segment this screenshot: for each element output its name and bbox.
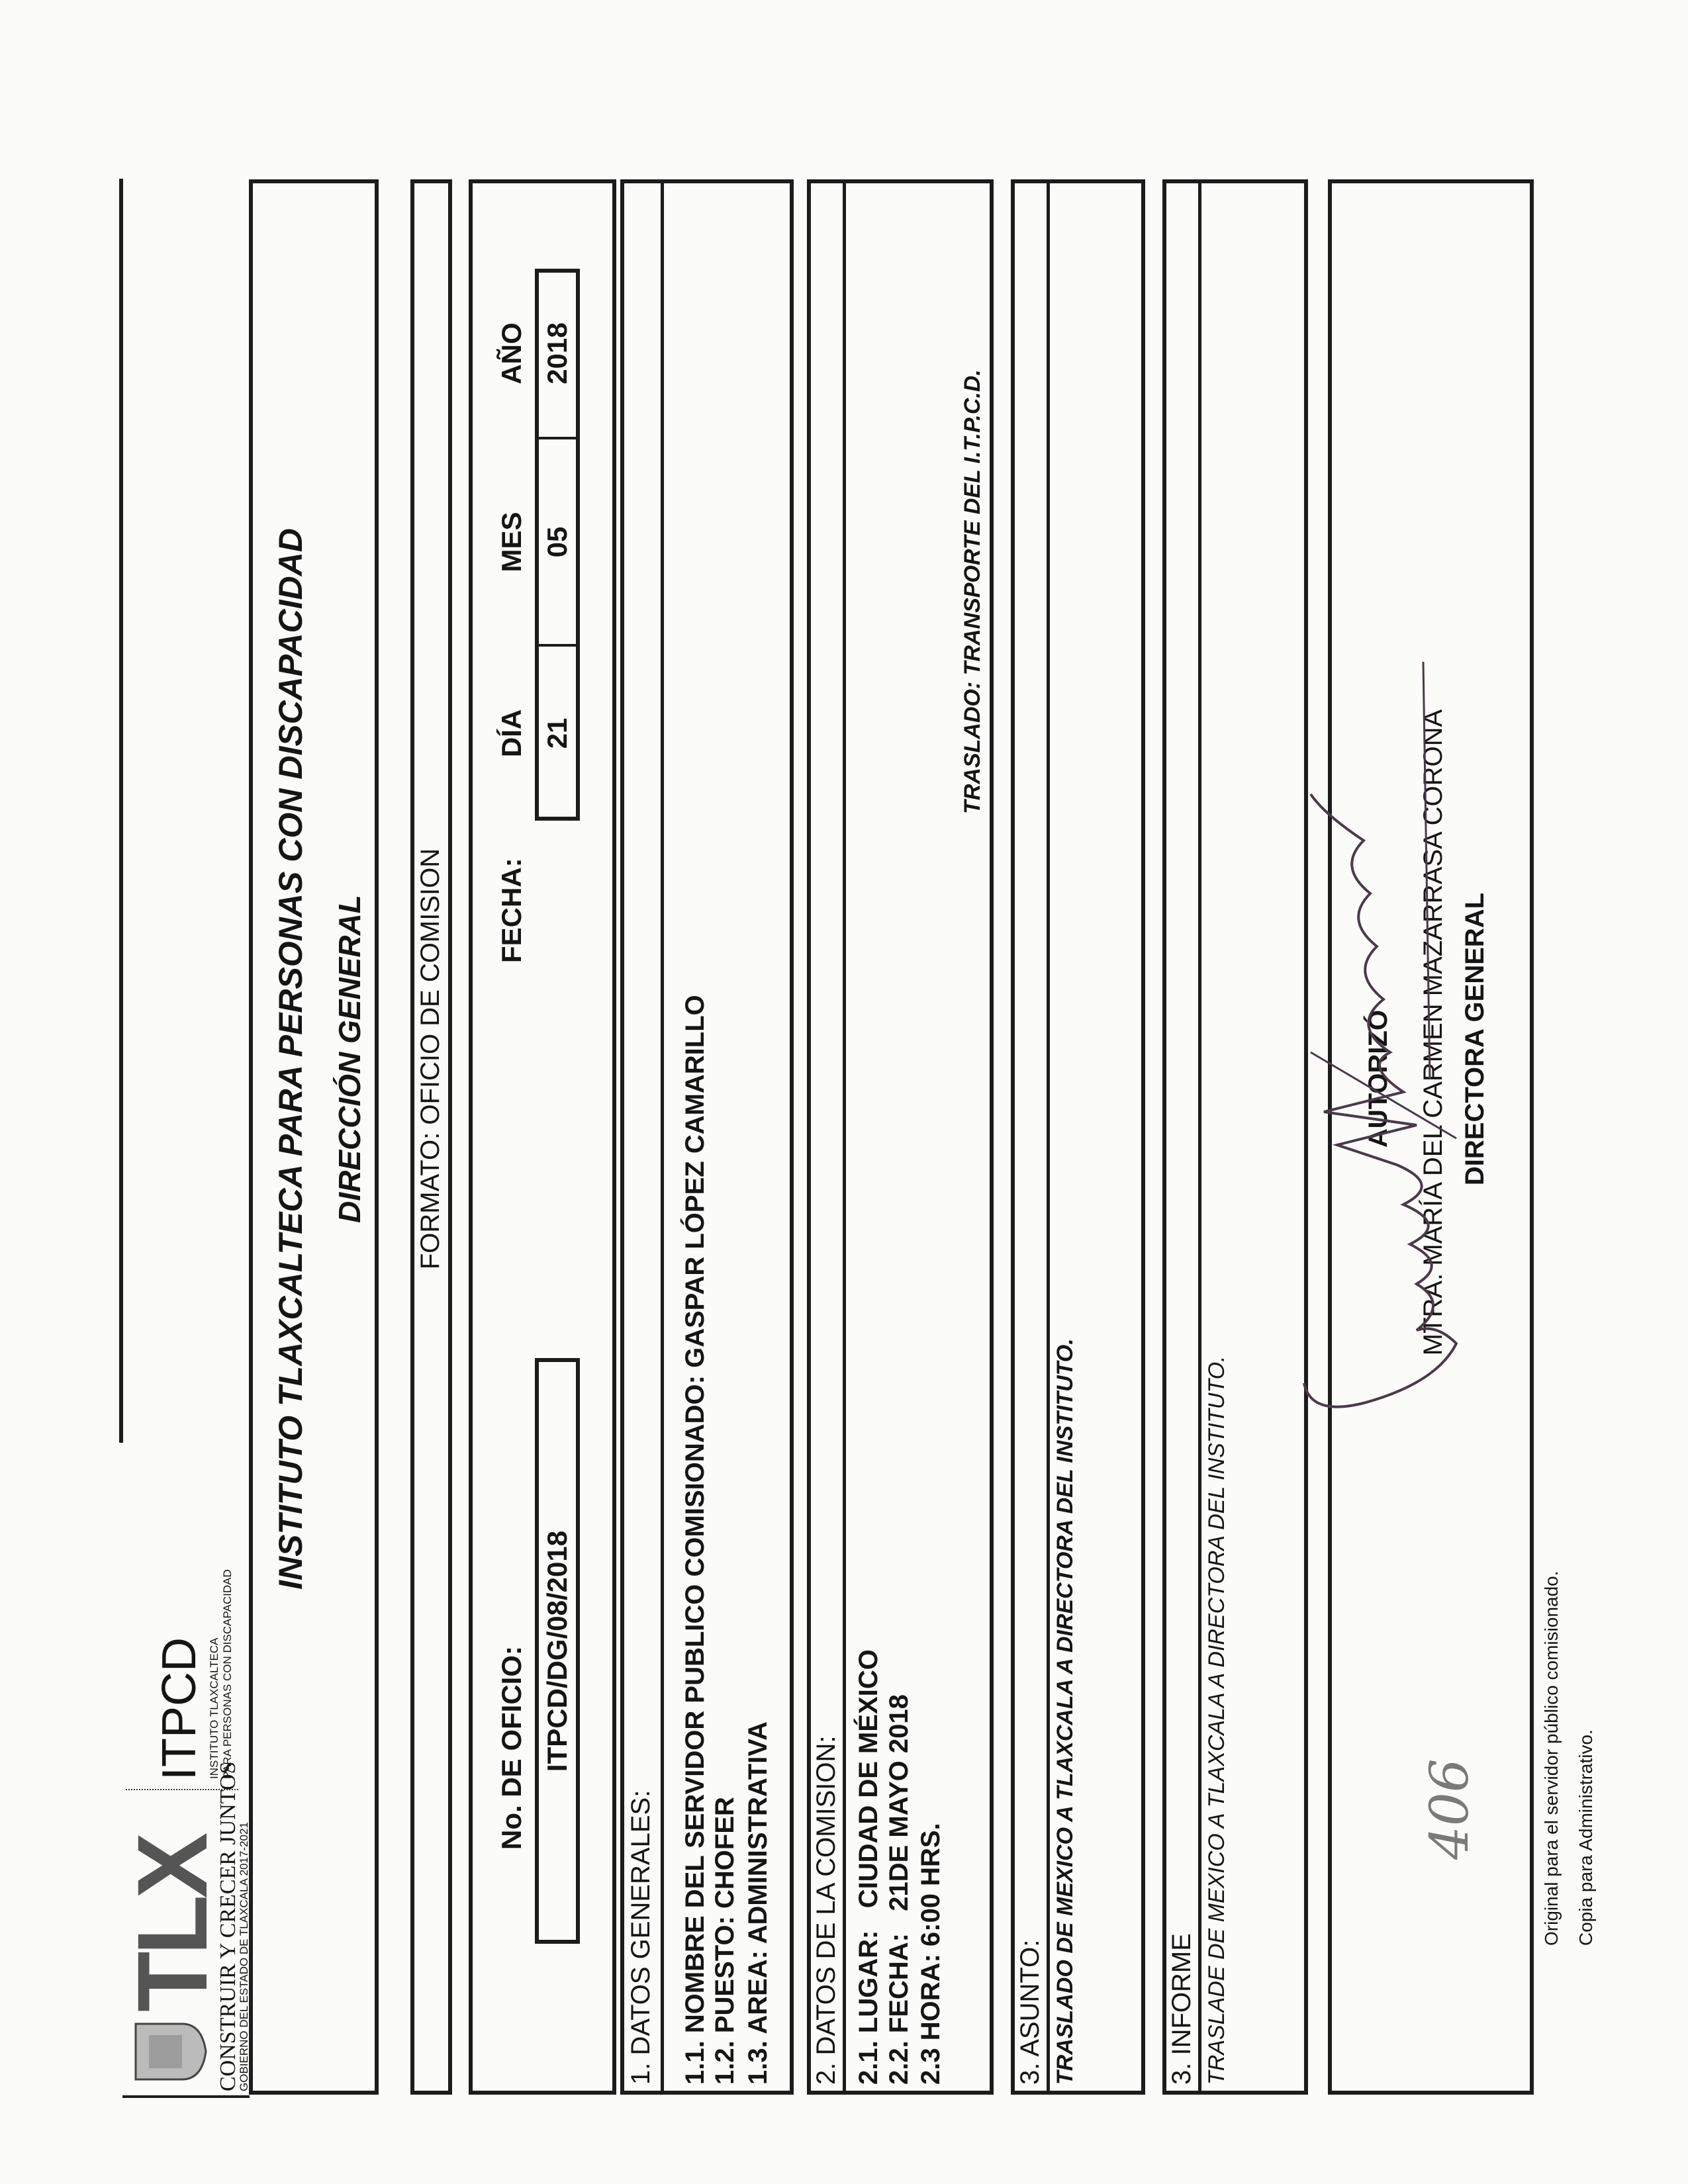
- datos-comision-item: 2.2. FECHA: 21DE MAYO 2018: [884, 1694, 914, 2085]
- anio-label: AÑO: [496, 322, 527, 385]
- datos-generales-item: 1.3. AREA: ADMINISTRATIVA: [743, 1721, 773, 2085]
- datos-comision-item: 2.3 HORA: 6:00 HRS.: [916, 1823, 945, 2085]
- logo-rule: [122, 2095, 250, 2098]
- datos-comision-heading: 2. DATOS DE LA COMISION:: [812, 1735, 841, 2085]
- logo-itpcd-line2: PARA PERSONAS CON DISCAPACIDAD: [221, 1569, 234, 1779]
- logo-itpcd: ITPCD: [153, 1637, 206, 1780]
- mes-label: MES: [496, 512, 527, 572]
- page-title: INSTITUTO TLAXCALTECA PARA PERSONAS CON …: [272, 528, 309, 1590]
- footer-original: Original para el servidor público comisi…: [1541, 1570, 1562, 1946]
- section-divider: [843, 179, 846, 2095]
- fecha-label: FECHA:: [496, 858, 527, 963]
- informe-heading: 3. INFORME: [1167, 1933, 1196, 2085]
- asunto-section: [1011, 179, 1145, 2095]
- logo: TLX CONSTRUIR Y CRECER JUNTOS GOBIERNO D…: [117, 1496, 252, 2091]
- logo-government: GOBIERNO DEL ESTADO DE TLAXCALA 2017-202…: [238, 1822, 250, 2091]
- traslado-note: TRASLADO: TRANSPORTE DEL I.T.P.C.D.: [960, 369, 985, 814]
- datos-generales-item: 1.2. PUESTO: CHOFER: [710, 1797, 739, 2085]
- logo-slogan: CONSTRUIR Y CRECER JUNTOS: [216, 1761, 240, 2091]
- handwritten-page-number: 406: [1419, 1758, 1480, 1860]
- asunto-text: TRASLADO DE MEXICO A TLAXCALA A DIRECTOR…: [1053, 1338, 1078, 2085]
- logo-tlx: TLX: [117, 1836, 228, 2012]
- footer-copia: Copia para Administrativo.: [1575, 1729, 1596, 1946]
- datos-comision-item: 2.1. LUGAR: CIUDAD DE MÉXICO: [854, 1649, 883, 2085]
- datos-generales-item: 1.1. NOMBRE DEL SERVIDOR PUBLICO COMISIO…: [680, 995, 710, 2085]
- header-rule: [119, 179, 123, 1443]
- section-divider: [661, 179, 664, 2095]
- handwritten-signature: [1303, 661, 1458, 1408]
- dia-value: 21: [541, 717, 573, 749]
- format-label: FORMATO: OFICIO DE COMISION: [416, 848, 445, 1270]
- date-divider: [535, 437, 580, 439]
- page-subtitle: DIRECCIÓN GENERAL: [332, 895, 367, 1223]
- mes-value: 05: [541, 526, 573, 558]
- datos-generales-heading: 1. DATOS GENERALES:: [626, 1790, 655, 2085]
- oficio-label: No. DE OFICIO:: [496, 1646, 527, 1850]
- asunto-heading: 3. ASUNTO:: [1015, 1939, 1045, 2085]
- anio-value: 2018: [541, 322, 573, 385]
- state-seal-icon: [134, 2023, 207, 2081]
- logo-divider: [126, 1789, 238, 1790]
- logo-itpcd-line1: INSTITUTO TLAXCALTECA: [208, 1637, 220, 1780]
- section-divider: [1047, 179, 1050, 2095]
- dia-label: DÍA: [496, 709, 527, 758]
- date-divider: [535, 644, 580, 647]
- informe-text: TRASLADE DE MEXICO A TLAXCALA A DIRECTOR…: [1204, 1355, 1229, 2085]
- section-divider: [1198, 179, 1201, 2095]
- oficio-value: ITPCD/DG/08/2018: [541, 1530, 573, 1772]
